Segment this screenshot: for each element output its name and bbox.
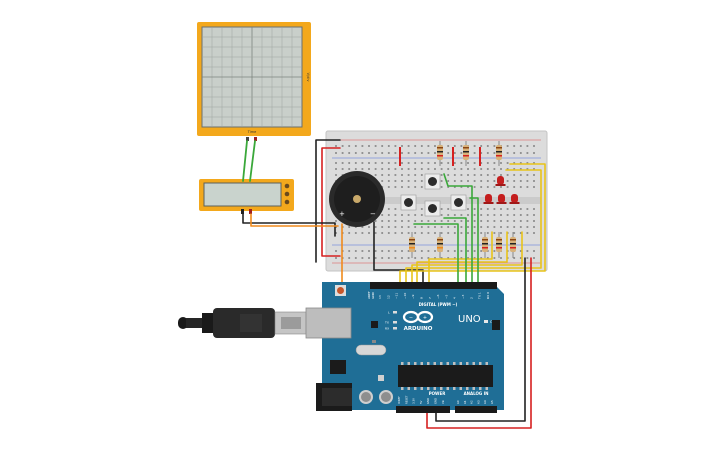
tx-led-label: TX (384, 321, 389, 325)
resistor[interactable] (437, 141, 443, 166)
svg-text:+: + (339, 210, 345, 218)
digital-pin-label: ~9 (411, 294, 415, 299)
push-button[interactable] (424, 200, 441, 217)
resistor[interactable] (496, 232, 502, 258)
resistor[interactable] (409, 232, 415, 258)
analog-pin-label: A5 (490, 400, 494, 404)
led-red[interactable] (496, 194, 507, 204)
push-button[interactable] (400, 194, 417, 211)
on-led (484, 320, 488, 323)
resistor[interactable] (463, 141, 469, 166)
oscilloscope-vdiv-label: V/div (306, 73, 310, 82)
digital-pin-label: 2 (469, 297, 473, 299)
power-pin-label: GND (426, 398, 430, 404)
digital-label: DIGITAL (PWM ~) (419, 302, 458, 307)
multimeter-probe-pin[interactable] (249, 209, 252, 214)
power-pin-label: GND (434, 398, 438, 404)
oscilloscope-probe-pin[interactable] (254, 137, 257, 141)
icsp-header[interactable] (492, 320, 500, 330)
digital-pin-label: 8 (420, 297, 424, 299)
oscilloscope[interactable]: Time V/div (197, 22, 311, 141)
svg-text:−: − (409, 315, 413, 321)
led-red[interactable] (495, 176, 506, 186)
arduino-model: UNO (458, 314, 481, 325)
probe-wires[interactable] (242, 140, 256, 182)
digital-pin-label: ~3 (461, 294, 465, 299)
digital-pin-label: 13 (378, 295, 382, 299)
arduino-brand: ARDUINO (404, 326, 433, 332)
multimeter[interactable] (199, 179, 294, 214)
power-pin-label: 3.3V (412, 398, 416, 404)
resistor[interactable] (510, 232, 516, 258)
multimeter-knob[interactable] (284, 199, 290, 205)
piezo-buzzer[interactable]: + − (329, 171, 385, 227)
usb-cable[interactable] (178, 308, 307, 338)
push-button[interactable] (450, 194, 467, 211)
breadboard-holes[interactable] (335, 145, 535, 259)
analog-pin-label: A1 (463, 400, 467, 404)
resistor[interactable] (437, 232, 443, 258)
analog-pin-label: A4 (483, 400, 487, 404)
analog-label: ANALOG IN (464, 391, 489, 396)
digital-pin-label: TX 1 (478, 292, 482, 300)
atmega-chip (398, 365, 493, 387)
power-pin-label: 5V (419, 400, 423, 404)
digital-header[interactable] (370, 282, 497, 289)
svg-text:−: − (370, 210, 376, 218)
digital-pin-label: ~5 (444, 294, 448, 299)
analog-header[interactable] (455, 406, 497, 413)
gnd-label: GND (371, 291, 375, 299)
analog-pin-label: A2 (470, 400, 474, 404)
led-red[interactable] (509, 194, 520, 204)
digital-pin-label: RX 0 (486, 292, 490, 299)
aref-label: AREF (367, 291, 371, 299)
multimeter-knob[interactable] (284, 183, 290, 189)
digital-pin-label: ~11 (395, 293, 399, 299)
resistor[interactable] (482, 232, 488, 258)
power-pin-label: Vin (441, 400, 445, 404)
oscilloscope-probe-pin[interactable] (246, 137, 249, 141)
multimeter-knob[interactable] (284, 191, 290, 197)
push-button[interactable] (424, 173, 441, 190)
oscilloscope-grid (202, 27, 302, 127)
led-red[interactable] (483, 194, 494, 204)
digital-pin-label: 12 (386, 295, 390, 299)
svg-text:+: + (423, 315, 427, 321)
l-led-label: L (388, 311, 390, 315)
jumper-wires-red[interactable] (399, 147, 481, 166)
digital-pin-label: 4 (453, 297, 457, 299)
usb-port[interactable] (305, 307, 352, 339)
multimeter-probe-pin[interactable] (241, 209, 244, 214)
power-pin-label: IOREF (397, 396, 401, 404)
power-pin-label: RESET (404, 395, 408, 404)
wires[interactable] (242, 139, 546, 429)
oscilloscope-time-label: Time (247, 130, 257, 134)
digital-pin-label: ~10 (403, 293, 407, 299)
power-label: POWER (429, 391, 446, 396)
rx-led-label: RX (385, 327, 389, 331)
power-header[interactable] (396, 406, 450, 413)
arduino-logo: − + (402, 310, 434, 324)
digital-pin-label: 7 (428, 297, 432, 299)
voltage-regulator (330, 360, 346, 374)
crystal (355, 344, 387, 356)
digital-pin-label: ~6 (436, 294, 440, 299)
resistor[interactable] (496, 141, 502, 166)
analog-pin-label: A3 (476, 400, 480, 404)
analog-pin-label: A0 (456, 400, 460, 404)
